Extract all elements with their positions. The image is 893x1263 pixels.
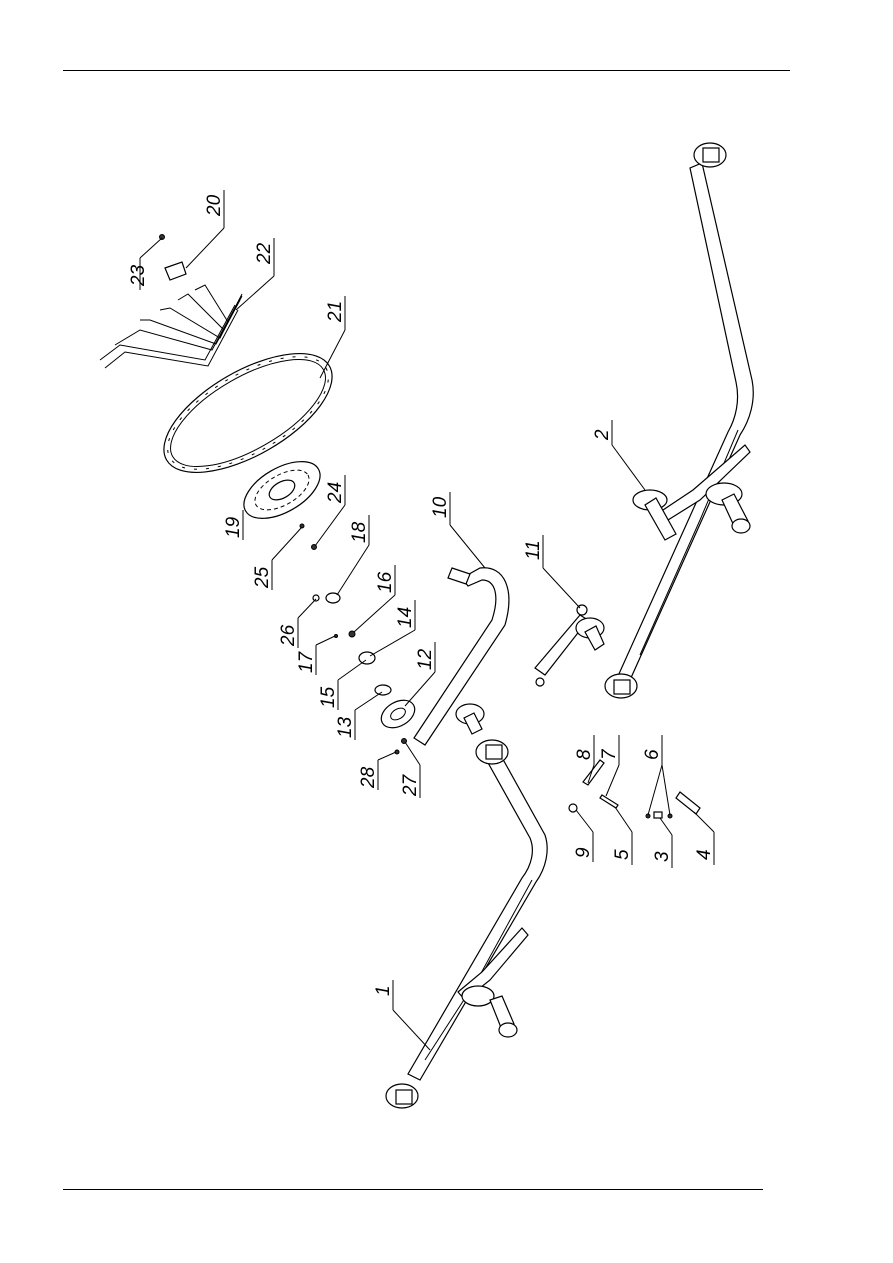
header-rule <box>63 70 790 71</box>
callout-17: 17 <box>296 650 317 673</box>
footer-rule <box>63 1189 763 1190</box>
callout-3: 3 <box>652 851 673 862</box>
callout-16: 16 <box>375 571 396 593</box>
leader-lines <box>139 190 715 1051</box>
callout-19: 19 <box>223 516 244 538</box>
frame-tube-left <box>385 739 548 1109</box>
callout-24: 24 <box>325 482 346 504</box>
curved-arm <box>413 567 510 746</box>
small-fasteners <box>159 234 701 819</box>
callout-2: 2 <box>592 429 613 441</box>
callout-21: 21 <box>325 301 346 323</box>
callout-6: 6 <box>642 749 663 760</box>
callout-4: 4 <box>694 849 715 860</box>
callout-18: 18 <box>349 521 370 543</box>
callout-8: 8 <box>574 749 595 760</box>
callout-10: 10 <box>430 496 451 518</box>
callout-22: 22 <box>254 242 275 265</box>
frame-tube-right <box>604 142 754 699</box>
hub-disc <box>243 461 321 519</box>
callout-14: 14 <box>395 607 416 628</box>
callout-13: 13 <box>335 716 356 738</box>
callout-20: 20 <box>204 194 225 217</box>
callout-7: 7 <box>599 748 620 760</box>
rim-ring <box>163 352 333 474</box>
callout-labels: 23 20 22 21 19 24 25 18 26 16 17 14 15 1… <box>128 194 715 996</box>
callout-11: 11 <box>523 540 544 560</box>
callout-23: 23 <box>128 264 149 287</box>
callout-12: 12 <box>415 648 436 670</box>
callout-27: 27 <box>400 773 421 797</box>
callout-9: 9 <box>573 847 594 858</box>
callout-25: 25 <box>252 566 273 589</box>
bracket-assembly <box>534 604 605 687</box>
callout-1: 1 <box>373 985 394 996</box>
callout-15: 15 <box>318 686 339 708</box>
callout-26: 26 <box>278 624 299 647</box>
callout-5: 5 <box>612 849 633 860</box>
callout-28: 28 <box>358 766 379 789</box>
tines-set <box>99 284 243 369</box>
